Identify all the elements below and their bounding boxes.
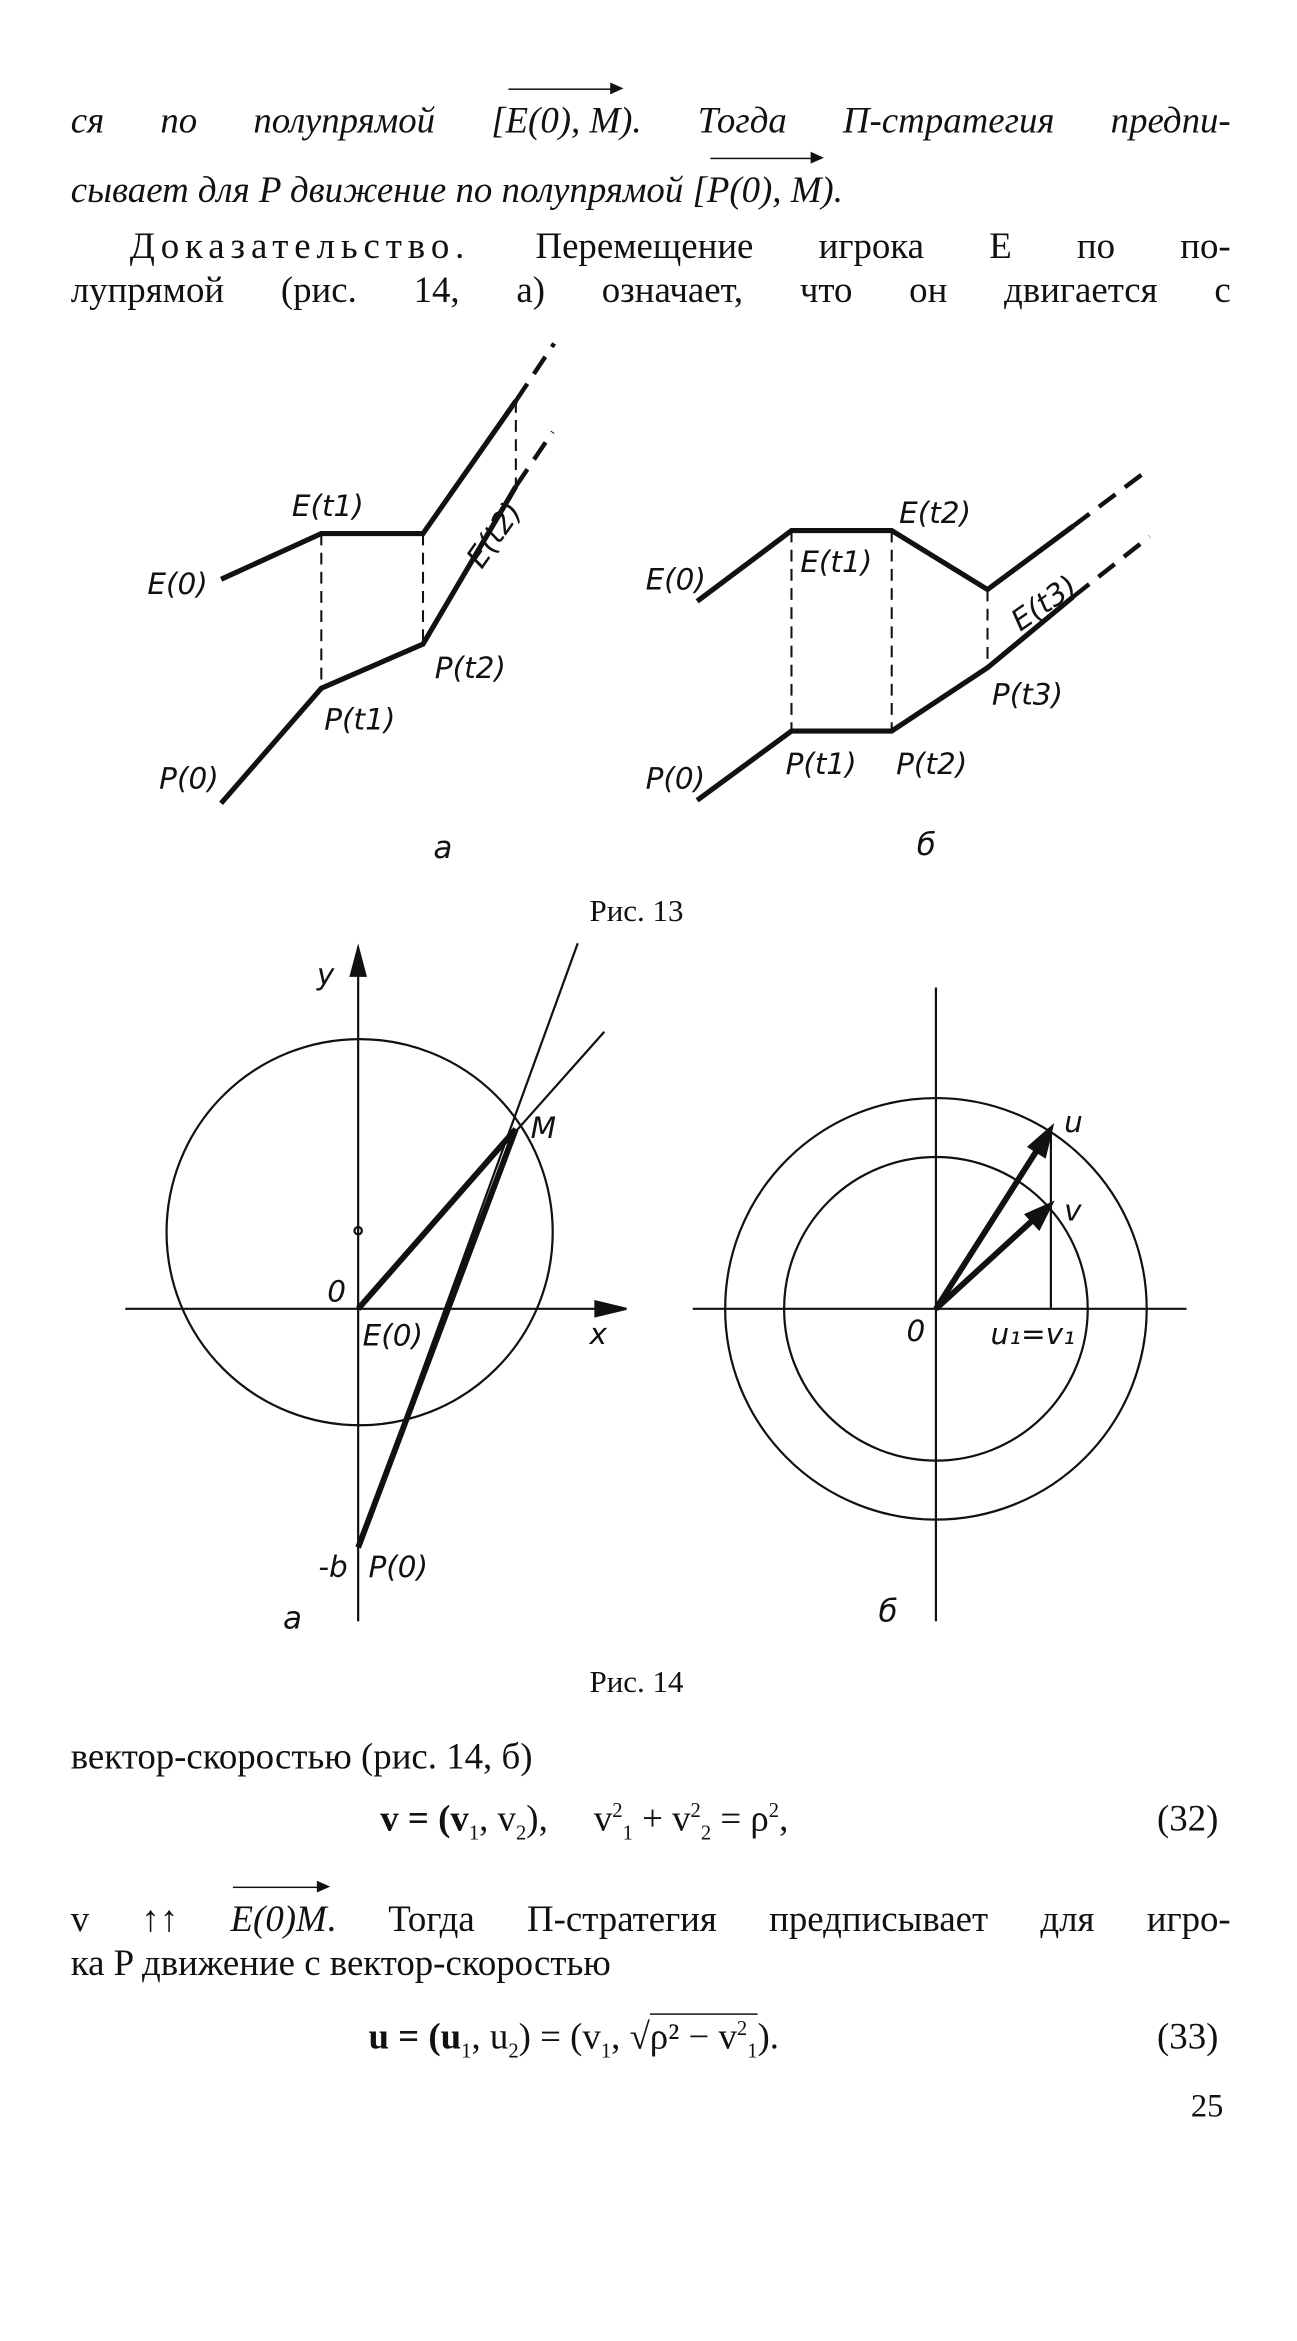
- inner-circle: [783, 1155, 1089, 1462]
- figure-14b: [692, 987, 1187, 1622]
- label-v: v: [1064, 1193, 1082, 1227]
- label-p0: P(0): [159, 762, 219, 796]
- eq-sup: 2: [690, 1800, 701, 1823]
- eq-part: , v: [479, 1799, 516, 1840]
- figure-13-caption: Рис. 13: [590, 893, 684, 928]
- proof-heading: Доказательство.: [129, 226, 471, 267]
- text-span: Перемещение игрока E по по-: [470, 226, 1231, 267]
- label-u1-v1: u₁=v₁: [990, 1317, 1074, 1351]
- label-e0: E(0): [147, 567, 207, 601]
- eq-part: ).: [757, 2017, 780, 2058]
- equation-32: v = (v1, v2), v21 + v22 = ρ2,: [380, 1801, 788, 1845]
- label-pt3: P(t3): [992, 678, 1063, 712]
- label-et3: E(t3): [1005, 569, 1083, 638]
- subfigure-label-a: а: [283, 1601, 302, 1637]
- outer-circle: [724, 1096, 1148, 1521]
- eq-part: u = (u: [368, 2017, 462, 2058]
- eq-part: = ρ: [711, 1799, 769, 1840]
- label-pt2: P(t2): [435, 651, 506, 685]
- subfigure-label-b: б: [878, 1593, 897, 1629]
- sqrt-radicand: ρ² − v21: [649, 2013, 758, 2063]
- label-origin: 0: [327, 1274, 346, 1308]
- eq-sub: 2: [700, 1823, 712, 1846]
- velocity-v-arrow: [933, 1210, 1043, 1311]
- pursuer-path: [219, 485, 519, 805]
- label-x: x: [589, 1317, 608, 1351]
- text-span: ). Тогда П-стратегия предпи-: [620, 101, 1231, 142]
- eq-part: v = (v: [380, 1799, 469, 1840]
- text-span: сывает для P движение по полупрямой [: [70, 170, 707, 211]
- eq-sup: 2: [768, 1800, 780, 1823]
- label-et1: E(t1): [292, 489, 364, 523]
- velocity-u-arrow: [933, 1140, 1045, 1311]
- eq-sup: 2: [612, 1800, 623, 1823]
- eq-part: ,: [779, 1799, 789, 1840]
- text-line-6: v ↑↑ E(0)M. Тогда П-стратегия предписыва…: [70, 1880, 1231, 1940]
- label-y: y: [316, 958, 335, 992]
- eq-sub: 1: [461, 2041, 472, 2064]
- eq-sub: 1: [622, 1823, 633, 1846]
- eq-part: , u: [471, 2017, 509, 2058]
- figure-14-caption: Рис. 14: [590, 1664, 684, 1699]
- subfigure-label-b: б: [917, 827, 936, 863]
- eq-sub: 1: [600, 2041, 612, 2064]
- label-pt1: P(t1): [786, 747, 857, 781]
- label-m: M: [531, 1111, 556, 1145]
- text-span: v ↑↑: [70, 1899, 231, 1940]
- text-line-1: ся по полупрямой [E(0), M). Тогда П-стра…: [70, 82, 1231, 142]
- figure-13a: [219, 342, 557, 805]
- label-et1: E(t1): [800, 545, 872, 579]
- eq-sub: 2: [515, 1823, 527, 1846]
- reachability-circle: [165, 1037, 554, 1427]
- text-line-5: вектор-скоростью (рис. 14, б): [70, 1737, 533, 1778]
- vector-notation: P(0), M: [706, 151, 824, 211]
- label-pt1: P(t1): [324, 703, 395, 737]
- text-span: ).: [821, 170, 843, 211]
- subfigure-label-a: а: [433, 830, 452, 866]
- text-span: . Тогда П-стратегия предписывает для игр…: [326, 1899, 1231, 1940]
- eq-part: ρ² − v: [649, 2017, 737, 2058]
- eq-part: ), v: [526, 1799, 613, 1840]
- pursuer-path-continuation: [514, 430, 555, 488]
- label-origin: 0: [906, 1314, 925, 1348]
- equation-33: u = (u1, u2) = (v1, √ρ² − v21).: [368, 2013, 780, 2064]
- vector-notation: E(0), M: [505, 82, 623, 142]
- figure-13b: [695, 466, 1152, 803]
- label-et2: E(t2): [899, 496, 971, 530]
- equation-number-32: (32): [1157, 1799, 1219, 1840]
- eq-sub: 1: [468, 1823, 480, 1846]
- label-e0: E(0): [646, 563, 706, 597]
- eq-sup: 2: [736, 2018, 748, 2041]
- text-line-7: ка P движение с вектор-скоростью: [70, 1944, 611, 1984]
- eq-part: + v: [632, 1799, 691, 1840]
- label-p0: P(0): [646, 762, 706, 796]
- label-pt2: P(t2): [896, 747, 967, 781]
- connector-lines: [320, 400, 517, 689]
- label-et2: E(t2): [460, 495, 529, 573]
- page-number: 25: [1190, 2087, 1224, 2124]
- label-u: u: [1064, 1105, 1083, 1139]
- evader-path: [695, 524, 1075, 604]
- eq-sub: 2: [508, 2041, 519, 2064]
- eq-sub: 1: [747, 2041, 758, 2064]
- text-span: ся по полупрямой [: [70, 101, 506, 142]
- evader-path-continuation: [514, 342, 557, 403]
- text-line-4: лупрямой (рис. 14, а) означает, что он д…: [70, 271, 1231, 311]
- label-e0: E(0): [363, 1319, 423, 1353]
- evader-path: [220, 399, 518, 582]
- equation-number-33: (33): [1157, 2017, 1219, 2058]
- label-minus-b: -b: [318, 1550, 347, 1584]
- figure-14a: [125, 942, 627, 1622]
- eq-part: ) = (v: [518, 2017, 601, 2058]
- text-line-3: Доказательство. Перемещение игрока E по …: [130, 228, 1231, 265]
- label-p0: P(0): [368, 1550, 428, 1584]
- text-line-2: сывает для P движение по полупрямой [P(0…: [70, 151, 843, 211]
- vector-notation: E(0)M: [230, 1880, 331, 1940]
- eq-part: , √: [611, 2017, 650, 2058]
